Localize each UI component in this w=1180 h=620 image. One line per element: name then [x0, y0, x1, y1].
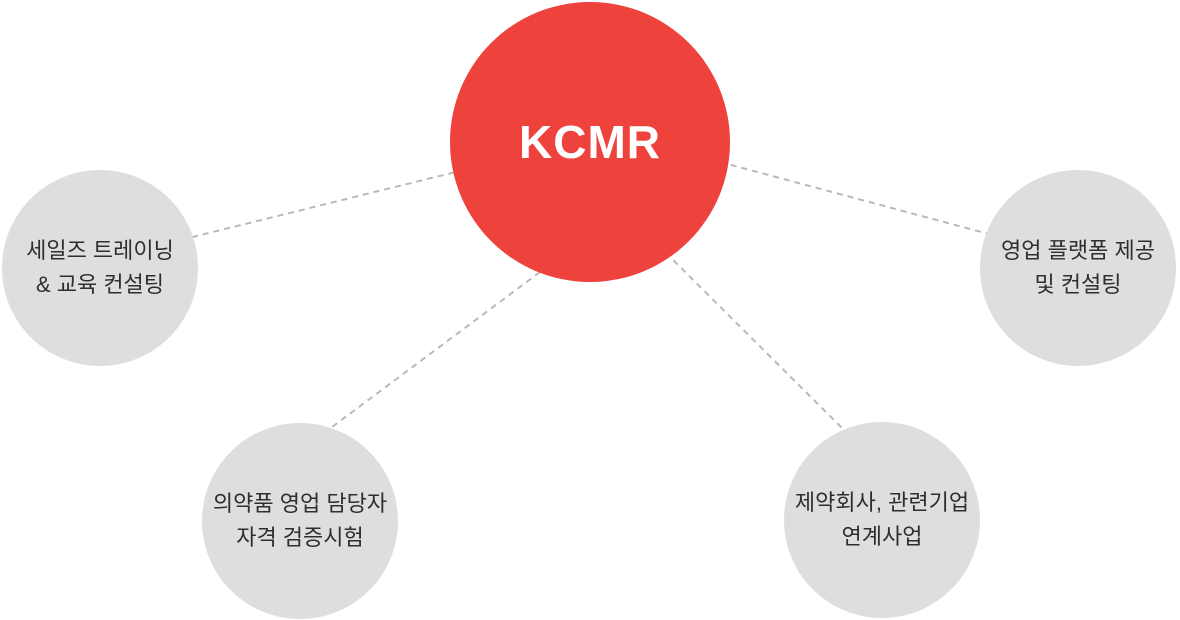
- center-node-label: KCMR: [519, 116, 661, 168]
- node-pharma-company-partnership: 제약회사, 관련기업 연계사업: [784, 422, 980, 618]
- node-label-line: 세일즈 트레이닝: [26, 238, 174, 263]
- center-node-kcmr: KCMR: [450, 2, 730, 282]
- connector-line-bottom-left: [331, 271, 541, 428]
- connector-line-top-right: [719, 161, 1001, 238]
- node-label-line: 영업 플랫폼 제공: [1001, 238, 1155, 263]
- node-label-line: 제약회사, 관련기업: [794, 490, 970, 515]
- node-label-line: 자격 검증시험: [236, 525, 364, 550]
- node-sales-platform-consulting: 영업 플랫폼 제공 및 컨설팅: [980, 170, 1176, 366]
- node-label-line: 연계사업: [841, 524, 923, 549]
- node-label-line: & 교육 컨설팅: [35, 272, 165, 297]
- connector-line-bottom-right: [649, 236, 846, 432]
- node-sales-training-consulting: 세일즈 트레이닝 & 교육 컨설팅: [2, 170, 198, 366]
- node-pharma-sales-certification: 의약품 영업 담당자 자격 검증시험: [202, 423, 398, 619]
- node-label-line: 및 컨설팅: [1034, 272, 1122, 297]
- node-label-line: 의약품 영업 담당자: [212, 491, 388, 516]
- connector-line-top-left: [159, 165, 481, 246]
